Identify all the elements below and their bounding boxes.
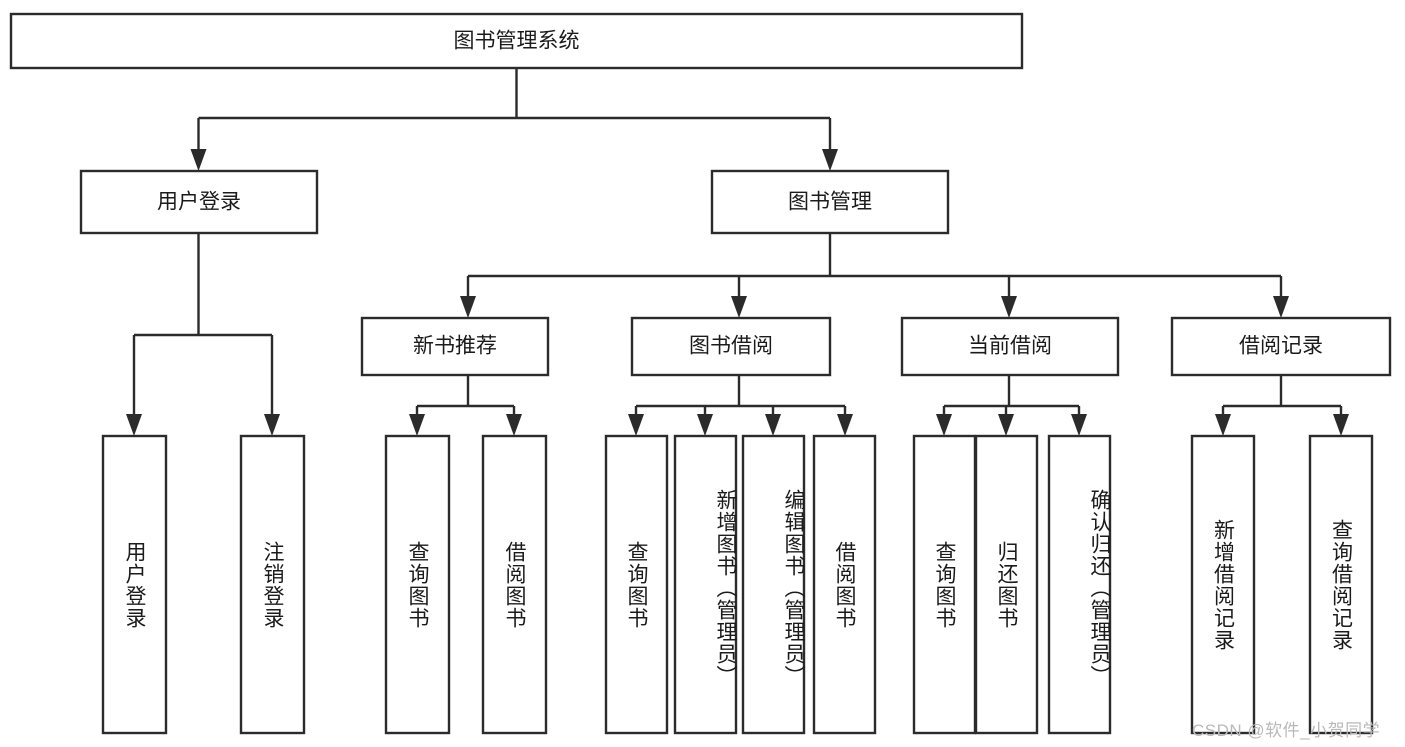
- node-leaf-query-book-2[interactable]: [604, 434, 669, 735]
- arrow-to-current-borrow: [1001, 296, 1017, 318]
- arrow-leaf-logout-login: [264, 414, 280, 436]
- arrow-to-book-manage: [822, 149, 838, 171]
- node-root[interactable]: [9, 12, 1024, 70]
- arrow-leaf-confirm-return: [1071, 414, 1087, 436]
- node-borrow-record-label: 借阅记录: [1239, 335, 1323, 358]
- node-leaf-borrow-book-2[interactable]: [812, 434, 877, 735]
- arrow-leaf-query-record: [1333, 414, 1349, 436]
- arrow-leaf-query-book-1: [409, 414, 425, 436]
- node-leaf-logout-login[interactable]: [239, 434, 306, 735]
- node-new-book-recommend-label: 新书推荐: [413, 335, 497, 358]
- arrow-leaf-add-book: [697, 414, 713, 436]
- node-leaf-edit-book[interactable]: [741, 434, 806, 735]
- node-leaf-user-login[interactable]: [101, 434, 168, 735]
- connector-layer: [126, 68, 1349, 436]
- node-current-borrow-label: 当前借阅: [968, 335, 1052, 358]
- node-leaf-query-book-3[interactable]: [912, 434, 977, 735]
- arrow-leaf-return-book: [998, 414, 1014, 436]
- arrow-to-borrow-record: [1273, 296, 1289, 318]
- node-user-login[interactable]: [79, 169, 319, 235]
- arrow-leaf-add-record: [1215, 414, 1231, 436]
- arrow-to-new-book-recommend: [460, 296, 476, 318]
- node-leaf-confirm-return[interactable]: [1047, 434, 1112, 735]
- csdn-watermark: CSDN @软件_小贺同学: [1192, 721, 1381, 740]
- node-leaf-return-book[interactable]: [974, 434, 1039, 735]
- arrow-leaf-user-login: [126, 414, 142, 436]
- node-book-borrow-label: 图书借阅: [689, 335, 773, 358]
- node-root-label: 图书管理系统: [454, 30, 580, 53]
- node-book-borrow[interactable]: [630, 316, 832, 377]
- arrow-leaf-borrow-book-1: [506, 414, 522, 436]
- node-current-borrow[interactable]: [900, 316, 1120, 377]
- node-book-manage[interactable]: [710, 169, 950, 235]
- arrow-leaf-query-book-3: [936, 414, 952, 436]
- node-user-login-label: 用户登录: [157, 191, 241, 214]
- node-leaf-query-record[interactable]: [1308, 434, 1374, 735]
- node-leaf-add-record[interactable]: [1190, 434, 1256, 735]
- node-leaf-borrow-book-1[interactable]: [481, 434, 548, 735]
- node-book-manage-label: 图书管理: [788, 191, 872, 214]
- arrow-to-user-login: [190, 149, 207, 171]
- node-new-book-recommend[interactable]: [360, 316, 550, 377]
- node-leaf-query-book-1[interactable]: [384, 434, 451, 735]
- arrow-to-book-borrow: [731, 296, 747, 318]
- node-layer: 图书管理系统 用户登录 图书管理 新书推荐 图书借阅 当前借阅 借阅记录: [9, 12, 1392, 735]
- arrow-leaf-borrow-book-2: [837, 414, 853, 436]
- arrow-leaf-edit-book: [765, 414, 781, 436]
- node-borrow-record[interactable]: [1170, 316, 1392, 377]
- node-leaf-add-book[interactable]: [673, 434, 738, 735]
- arrow-leaf-query-book-2: [628, 414, 644, 436]
